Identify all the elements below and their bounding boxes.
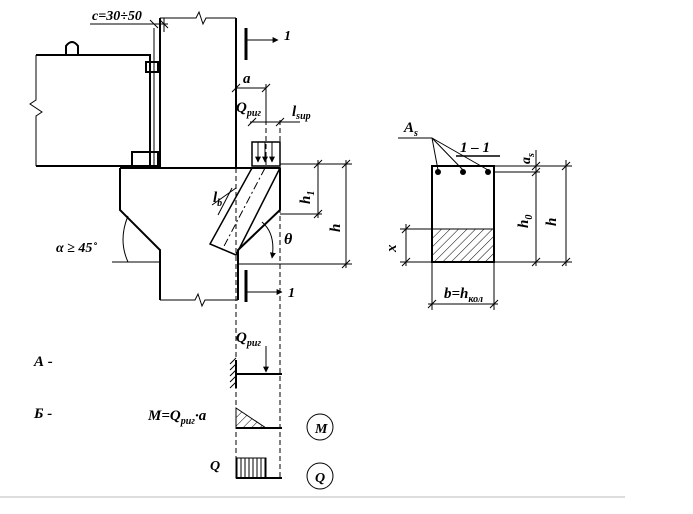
scheme-a: Qриг (229, 330, 282, 389)
svg-text:Qриг: Qриг (236, 330, 261, 349)
beam-outline (36, 41, 159, 167)
height-dimensions (238, 159, 352, 269)
svg-text:lsup: lsup (292, 104, 311, 122)
svg-text:as: as (519, 153, 537, 164)
a-label: a (243, 71, 251, 87)
scheme-a-label: А - (33, 354, 53, 370)
lsup-dimension: lsup (247, 104, 311, 127)
shear-diagram: Q (235, 457, 334, 490)
break-line-bottom (160, 292, 238, 308)
svg-text:As: As (403, 120, 418, 139)
alpha-angle: α ≥ 45˚ (56, 215, 160, 263)
circle-q-label: Q (315, 471, 325, 486)
scheme-b-label: Б - (33, 406, 52, 422)
svg-text:Qриг: Qриг (236, 100, 261, 119)
inclined-strut: lb (208, 167, 282, 256)
c-dimension: c=30÷50 (90, 9, 169, 29)
svg-text:h0: h0 (516, 215, 535, 228)
svg-text:M=Qриг·a: M=Qриг·a (147, 408, 207, 427)
section-1-1: As 1 – 1 (398, 120, 500, 263)
h-right-label: h (544, 218, 560, 226)
a-dimension: a (231, 71, 271, 120)
section-mark-bottom-label: 1 (288, 286, 295, 301)
svg-text:b=hкол: b=hкол (444, 286, 483, 305)
q-diagram-label: Q (210, 459, 220, 474)
section-dimensions (400, 150, 572, 310)
beam-break-line (29, 55, 43, 166)
c-range-label: c=30÷50 (92, 9, 142, 24)
section-title: 1 – 1 (460, 140, 490, 156)
column-outline (119, 18, 281, 300)
break-line-top (160, 10, 236, 26)
alpha-label: α ≥ 45˚ (56, 241, 97, 256)
theta-label: θ (284, 231, 293, 248)
svg-text:h1: h1 (298, 191, 317, 204)
section-mark-top: 1 (244, 28, 291, 60)
theta-angle: θ (261, 221, 293, 259)
moment-diagram: M (235, 407, 334, 441)
q-load-label: Qриг (236, 100, 261, 119)
bearing-pad (251, 141, 281, 167)
h-label: h (328, 224, 344, 232)
section-mark-bottom: 1 (244, 270, 295, 302)
circle-m-label: M (314, 422, 328, 437)
svg-text:lb: lb (213, 190, 222, 209)
x-label: x (384, 244, 400, 253)
section-mark-top-label: 1 (284, 29, 291, 44)
